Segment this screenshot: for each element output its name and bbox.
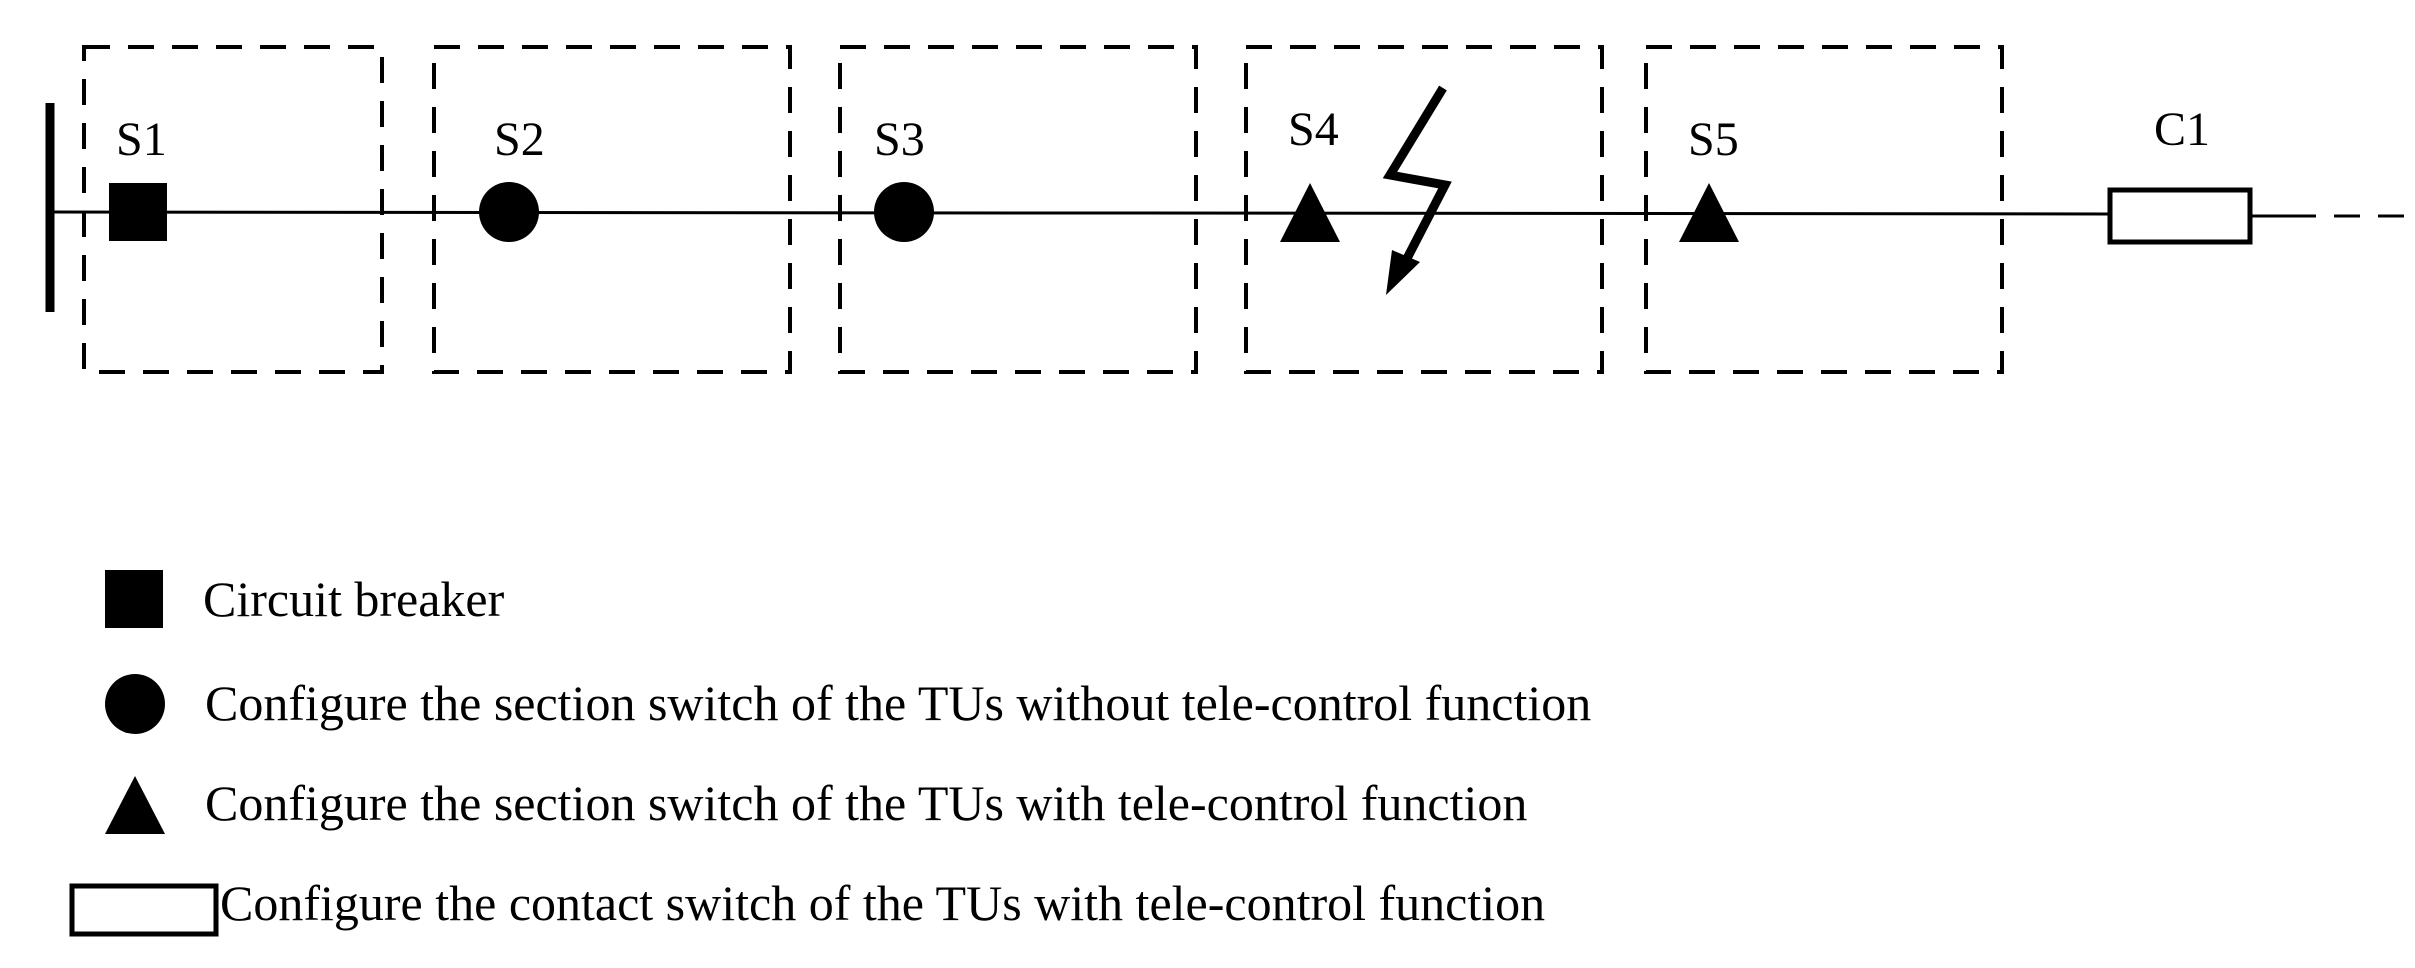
legend-rectangle-icon (69, 883, 219, 937)
s4-telecontrol-switch-symbol (1280, 183, 1340, 242)
c1-label: C1 (2154, 103, 2210, 156)
legend: Circuit breaker Configure the section sw… (69, 570, 1591, 937)
s3-label: S3 (874, 113, 925, 166)
feeder-line (49, 210, 2111, 216)
c1-contact-switch-symbol (2107, 187, 2253, 245)
legend-triangle-icon (105, 776, 165, 834)
s3-section-switch-symbol (874, 182, 934, 242)
lightning-bolt-icon (1382, 85, 1452, 295)
legend-item-section-switch-telecontrol: Configure the section switch of the TUs … (105, 775, 1527, 834)
section-box-5 (1644, 45, 2004, 374)
legend-text: Circuit breaker (203, 571, 505, 627)
s4-label: S4 (1288, 103, 1339, 156)
s5-label: S5 (1688, 113, 1739, 166)
section-box-2 (432, 45, 792, 374)
legend-text: Configure the section switch of the TUs … (205, 775, 1527, 831)
legend-item-circuit-breaker: Circuit breaker (105, 570, 505, 628)
legend-square-icon (105, 570, 163, 628)
section-box-4 (1244, 45, 1604, 374)
s2-label: S2 (494, 113, 545, 166)
legend-item-contact-switch: Configure the contact switch of the TUs … (69, 875, 1545, 937)
s1-label: S1 (116, 113, 167, 166)
section-boxes (82, 45, 2004, 374)
s2-section-switch-symbol (479, 182, 539, 242)
s1-circuit-breaker-symbol (109, 183, 167, 241)
section-box-3 (838, 45, 1198, 374)
section-box-1 (82, 45, 384, 374)
s5-telecontrol-switch-symbol (1679, 183, 1739, 242)
legend-text: Configure the section switch of the TUs … (205, 675, 1591, 731)
legend-circle-icon (105, 674, 165, 734)
legend-text: Configure the contact switch of the TUs … (220, 875, 1545, 931)
legend-item-section-switch-no-telecontrol: Configure the section switch of the TUs … (105, 674, 1591, 734)
